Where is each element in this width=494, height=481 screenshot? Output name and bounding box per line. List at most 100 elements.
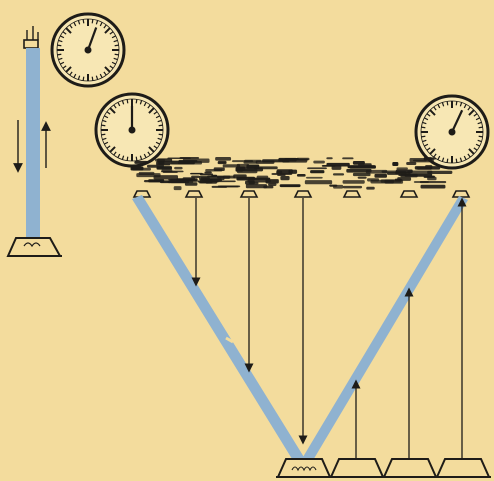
layer-streak	[237, 169, 257, 173]
layer-streak	[387, 172, 411, 175]
layer-streak	[306, 177, 323, 179]
layer-streak	[158, 161, 164, 165]
layer-streak	[343, 186, 362, 189]
right-diagonal-beam	[300, 196, 468, 467]
reflector-mark	[241, 191, 257, 197]
dial-tick	[456, 159, 457, 163]
station-housing	[278, 459, 330, 477]
dial-tick	[115, 45, 119, 46]
dial-tick	[456, 101, 457, 105]
v-beams	[132, 195, 468, 467]
station-housing	[437, 459, 489, 477]
ground-stations	[276, 459, 491, 477]
receiver-station	[435, 459, 491, 477]
dial-tick	[83, 19, 84, 23]
dial-tick	[479, 127, 483, 128]
left-diagonal-beam	[132, 195, 307, 467]
reflector-mark	[401, 191, 417, 197]
layer-streak	[174, 167, 182, 169]
layer-streak	[178, 161, 202, 165]
dial-tick	[92, 77, 93, 81]
dial-tick	[57, 54, 61, 55]
layer-streak	[134, 161, 147, 164]
left-transmitter-icon	[8, 238, 62, 256]
station-housing	[384, 459, 436, 477]
dial-tick	[159, 125, 163, 126]
transmitter-station	[276, 459, 332, 477]
layer-streak	[185, 182, 197, 186]
up-arrows	[356, 202, 462, 458]
layer-streak	[277, 169, 293, 173]
layer-streak	[358, 177, 367, 179]
layer-streak	[268, 183, 276, 186]
layer-streak	[326, 157, 332, 159]
layer-streak	[424, 176, 435, 178]
dial-tick	[57, 45, 61, 46]
layer-streak	[190, 173, 203, 175]
layer-streak	[333, 185, 343, 189]
layer-streak	[425, 165, 432, 169]
layer-streak	[212, 186, 228, 188]
dial-tick	[447, 159, 448, 163]
layer-streak	[310, 170, 324, 173]
layer-streak	[245, 181, 255, 185]
layer-streak	[305, 180, 332, 184]
dial-tick	[101, 134, 105, 135]
reflector-mark	[295, 191, 311, 197]
layer-streak	[233, 174, 246, 178]
ionosphere-layer	[131, 157, 453, 190]
reflector-mark	[186, 191, 202, 197]
layer-streak	[204, 171, 211, 173]
layer-streak	[167, 157, 190, 159]
dial-tick	[136, 99, 137, 103]
dial-tick	[447, 101, 448, 105]
layer-streak	[342, 157, 353, 159]
layer-streak	[207, 176, 216, 178]
receiver-station	[382, 459, 438, 477]
layer-streak	[366, 187, 375, 190]
layer-streak	[410, 158, 434, 162]
layer-streak	[370, 180, 394, 184]
layer-streak	[278, 158, 296, 162]
layer-streak	[256, 160, 275, 163]
layer-reflectors	[134, 191, 469, 197]
layer-streak	[160, 180, 186, 183]
layer-streak	[407, 170, 432, 173]
vertical-beam	[26, 48, 40, 243]
layer-streak	[307, 167, 327, 169]
layer-streak	[421, 185, 446, 189]
dial-hub	[129, 127, 136, 134]
dial-tick	[159, 134, 163, 135]
layer-streak	[174, 186, 182, 190]
layer-streak	[202, 179, 222, 182]
layer-streak	[280, 176, 289, 180]
layer-streak	[246, 184, 267, 188]
dial-hub	[85, 47, 92, 54]
dial-tick	[421, 127, 425, 128]
layer-streak	[420, 181, 446, 183]
dial-tick	[115, 54, 119, 55]
layer-streak	[280, 184, 301, 187]
layer-streak	[139, 172, 155, 175]
layer-streak	[396, 167, 407, 169]
dial-tick	[421, 136, 425, 137]
reflector-mark	[453, 191, 469, 197]
receiver-station	[329, 459, 385, 477]
layer-streak	[217, 176, 235, 179]
dial-tick	[83, 77, 84, 81]
dial-tick	[127, 157, 128, 161]
layer-streak	[191, 176, 200, 178]
layer-streak	[144, 180, 161, 182]
dial-tick	[92, 19, 93, 23]
layer-streak	[374, 174, 386, 178]
layer-streak	[326, 163, 349, 167]
dial-top-left	[52, 14, 124, 86]
layer-streak	[223, 164, 240, 167]
dial-tick	[136, 157, 137, 161]
layer-streak	[215, 157, 231, 161]
layer-streak	[218, 162, 227, 164]
layer-streak	[348, 165, 376, 168]
layer-streak	[346, 169, 371, 173]
